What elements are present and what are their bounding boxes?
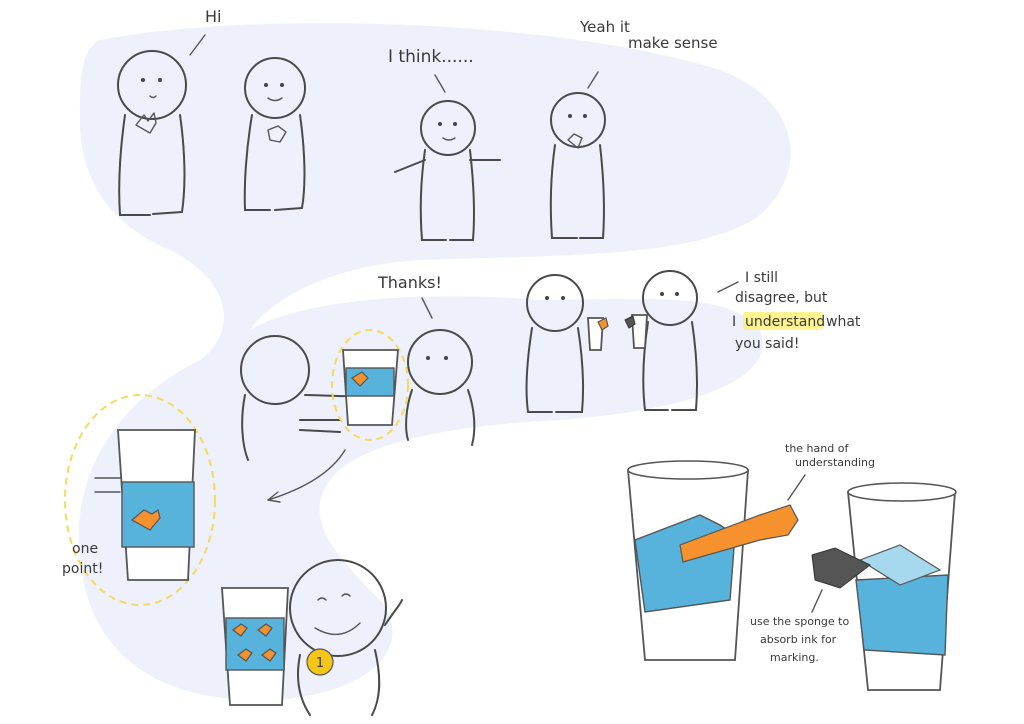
text-hand-label-line1: the hand of (785, 442, 849, 455)
text-i-think: I think...... (388, 47, 474, 67)
path-band (78, 23, 791, 700)
figure-thinking (549, 92, 606, 239)
text-hand-label-line2: understanding (795, 456, 875, 469)
text-yeah-line1: Yeah it (579, 18, 630, 36)
speech-tick (434, 74, 446, 93)
cup-large-left (627, 460, 749, 661)
speech-tick (189, 34, 206, 56)
label-pointer (787, 474, 806, 501)
figure-pair-right (624, 270, 698, 411)
coin-badge: 1 (306, 648, 334, 676)
text-yeah-line2: make sense (628, 34, 718, 52)
text-one-point-line1: one (72, 541, 98, 557)
text-sponge-line2: absorb ink for (760, 633, 837, 646)
text-disagree-line3-hl: understand (745, 314, 825, 330)
text-disagree-line3-post: what (826, 314, 861, 330)
coin-number: 1 (316, 656, 324, 671)
sponge-glove (811, 547, 871, 589)
hand-of-understanding (679, 504, 799, 563)
cup-score (221, 587, 289, 706)
cup-one-point (94, 429, 196, 581)
cup-small-row2 (342, 349, 399, 426)
speech-tick (587, 71, 599, 89)
dashed-focus-ring (64, 394, 216, 606)
figure-receiving (405, 329, 476, 446)
dashed-focus-ring (331, 329, 409, 441)
figure-celebrating (289, 559, 403, 716)
speech-tick (717, 281, 739, 293)
text-hi: Hi (205, 7, 221, 26)
label-pointer (811, 589, 823, 613)
text-disagree-line2: disagree, but (735, 290, 828, 306)
speech-tick (421, 297, 433, 319)
highlight-understand (743, 312, 823, 330)
text-sponge-line1: use the sponge to (750, 615, 849, 628)
text-disagree-line3-pre: I (732, 314, 736, 330)
text-disagree-line4: you said! (735, 336, 799, 352)
figure-listening (243, 57, 306, 211)
flow-arrow-head (267, 491, 281, 503)
figure-pair-left (525, 274, 609, 413)
text-one-point-line2: point! (62, 561, 103, 577)
text-disagree-line1: I still (745, 270, 778, 286)
text-thanks: Thanks! (377, 273, 442, 292)
text-sponge-line3: marking. (770, 651, 819, 664)
cup-large-right (847, 482, 957, 691)
figure-explaining (394, 100, 501, 241)
flow-arrow (267, 449, 346, 501)
figure-waving (117, 50, 187, 216)
